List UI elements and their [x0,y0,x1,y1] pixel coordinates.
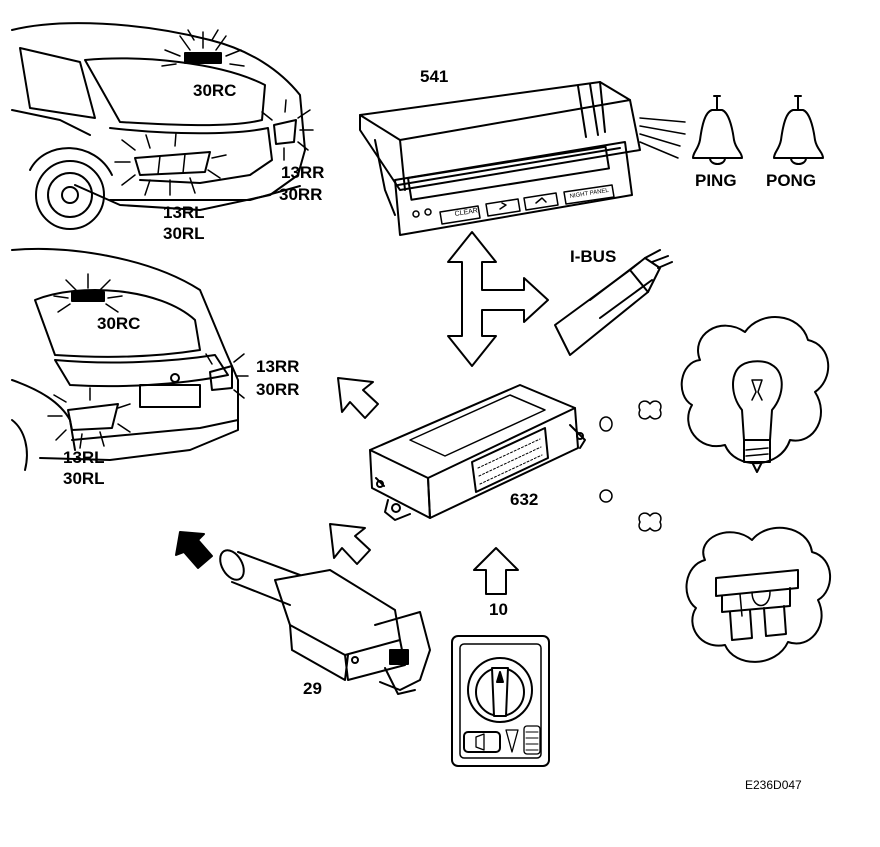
wagon-left-lamp-13-label: 13RL [163,203,205,222]
fuse-icon [685,526,832,663]
sedan-center-brake-lamp-label: 30RC [97,314,141,333]
sid-display-unit: CLEAR NIGHT PANEL [359,81,686,236]
sedan-right-lamp-13-label: 13RR [256,357,300,376]
bell-icon [692,95,743,165]
push-arrow-icon [175,531,213,569]
ibus-cable-icon [554,249,673,356]
ibus-label: I-BUS [570,247,617,266]
wagon-right-lamp-30-label: 30RR [279,185,323,204]
sedan-car [11,247,249,471]
up-arrow-icon [473,547,519,595]
headlight-switch [451,635,550,767]
wagon-center-brake-lamp-label: 30RC [193,81,237,100]
bulb-icon [680,316,830,473]
wagon-car [11,22,314,230]
pong-label: PONG [766,171,817,190]
sid-unit-label: 541 [420,67,449,86]
sedan-left-lamp-30-label: 30RL [63,469,105,488]
wagon-left-lamp-30-label: 30RL [163,224,205,243]
ping-label: PING [695,171,737,190]
brake-switch-label: 29 [303,679,322,698]
sid-clear-label: CLEAR [454,207,478,218]
control-module-label: 632 [510,490,539,509]
sedan-right-lamp-30-label: 30RR [256,380,300,399]
brake-light-switch [219,549,431,695]
wagon-right-lamp-13-label: 13RR [281,163,325,182]
up-left-arrow-icon [329,523,371,565]
thought-bubble-icon [599,400,662,532]
bell-icon [773,95,824,165]
up-left-arrow-icon [337,377,379,419]
light-switch-label: 10 [489,600,508,619]
bidirectional-arrow-icon [447,231,549,367]
figure-code: E236D047 [745,778,802,792]
control-module [369,384,586,521]
sedan-left-lamp-13-label: 13RL [63,448,105,467]
